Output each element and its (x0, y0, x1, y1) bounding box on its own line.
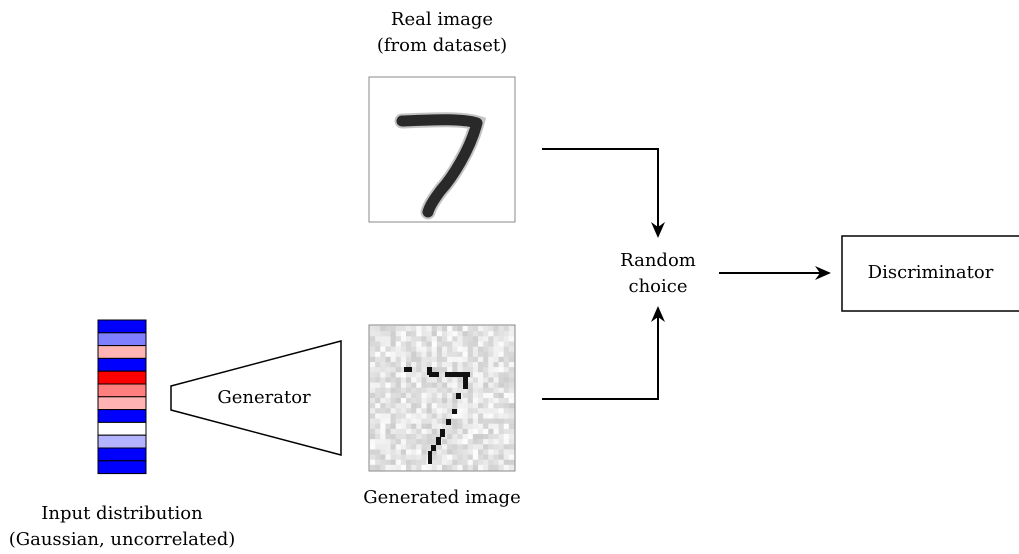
input-vector-cell (97, 319, 147, 334)
input-vector-cell (97, 460, 147, 475)
random-choice-label-line2: choice (628, 276, 688, 297)
discriminator-box (841, 235, 1019, 312)
input-vector-cell (97, 447, 147, 462)
input-vector-cell (97, 434, 147, 449)
random-choice-label-line1: Random (620, 250, 696, 271)
input-vector (97, 319, 147, 475)
real-image-label-line2: (from dataset) (376, 35, 508, 56)
discriminator-label: Discriminator (867, 262, 994, 283)
input-vector-cell (97, 357, 147, 372)
input-vector-cell (97, 396, 147, 411)
generated-image (368, 324, 516, 472)
input-vector-cell (97, 383, 147, 398)
generator-label: Generator (217, 387, 311, 408)
input-distribution-label: Input distribution (Gaussian, uncorrelat… (0, 501, 244, 553)
real-image-label: Real image (from dataset) (340, 7, 544, 59)
input-vector-cell (97, 409, 147, 423)
real-to-choice-arrow (542, 148, 665, 238)
generated-image-label: Generated image (363, 487, 521, 508)
real-image-label-line1: Real image (390, 9, 494, 30)
input-distribution-label-line2: (Gaussian, uncorrelated) (8, 529, 236, 550)
input-vector-cell (97, 345, 147, 359)
input-distribution-label-line1: Input distribution (41, 503, 203, 524)
input-vector-cell (97, 421, 147, 436)
input-vector-cell (97, 332, 147, 347)
generator-block (170, 340, 342, 456)
input-vector-cell (97, 370, 147, 385)
random-choice-label: Random choice (598, 248, 718, 300)
real-image (368, 76, 516, 223)
generated-to-choice-arrow (542, 306, 665, 400)
